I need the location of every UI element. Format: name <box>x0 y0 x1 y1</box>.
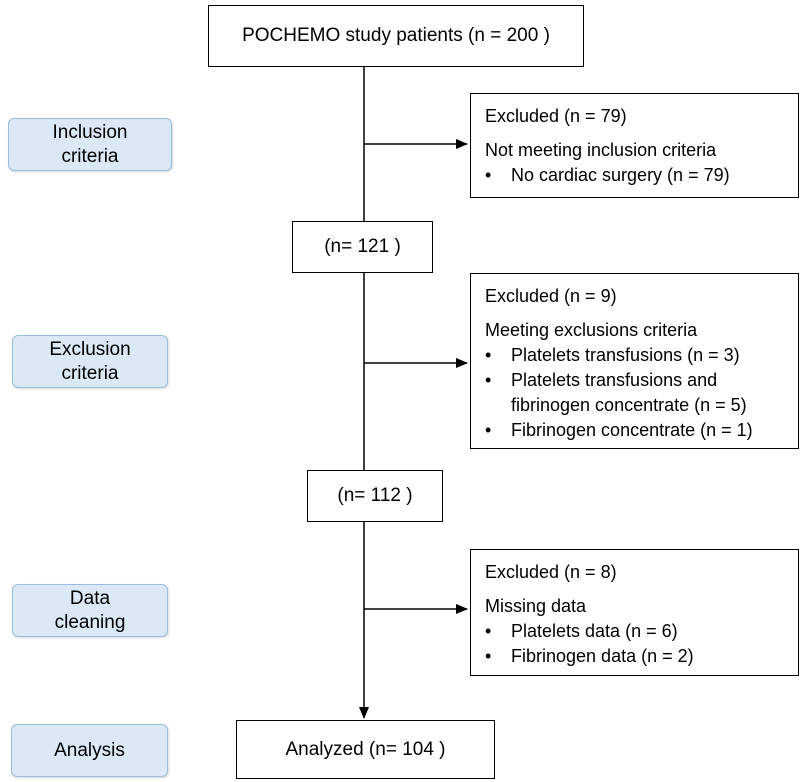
stage-data-cleaning: Data cleaning <box>12 584 168 637</box>
analyzed-text: Analyzed (n= 104 ) <box>285 738 446 760</box>
stage-label-line: criteria <box>61 362 119 384</box>
count-text: (n= 112 ) <box>337 485 413 506</box>
start-box: POCHEMO study patients (n = 200 ) <box>208 5 584 67</box>
list-item: Platelets transfusions and fibrinogen co… <box>485 368 786 418</box>
excluded-subtitle: Not meeting inclusion criteria <box>485 140 717 160</box>
stage-analysis: Analysis <box>11 724 168 777</box>
count-after-exclusion-box: (n= 112 ) <box>307 470 443 522</box>
excluded-box-exclusion: Excluded (n = 9) Meeting exclusions crit… <box>470 273 799 449</box>
excluded-title: Excluded (n = 79) <box>485 106 627 126</box>
count-after-inclusion-box: (n= 121 ) <box>292 221 433 273</box>
list-item: Platelets transfusions (n = 3) <box>485 343 786 368</box>
excluded-box-cleaning: Excluded (n = 8) Missing data Platelets … <box>470 549 799 676</box>
excluded-subtitle: Meeting exclusions criteria <box>485 320 698 340</box>
count-text: (n= 121 ) <box>324 236 401 257</box>
list-item: Fibrinogen concentrate (n = 1) <box>485 418 786 443</box>
stage-exclusion-criteria: Exclusion criteria <box>12 335 168 388</box>
excluded-subtitle: Missing data <box>485 596 587 616</box>
excluded-list: Platelets data (n = 6) Fibrinogen data (… <box>485 619 786 669</box>
excluded-title: Excluded (n = 9) <box>485 286 617 306</box>
stage-label-line: Analysis <box>54 739 125 761</box>
list-item: Platelets data (n = 6) <box>485 619 786 644</box>
list-item: No cardiac surgery (n = 79) <box>485 163 786 188</box>
list-item: Fibrinogen data (n = 2) <box>485 644 786 669</box>
excluded-title: Excluded (n = 8) <box>485 562 617 582</box>
stage-label-line: Inclusion <box>52 121 128 143</box>
start-box-text: POCHEMO study patients (n = 200 ) <box>242 25 550 46</box>
stage-label-line: cleaning <box>54 611 126 633</box>
excluded-box-inclusion: Excluded (n = 79) Not meeting inclusion … <box>470 93 799 198</box>
stage-label-line: Exclusion <box>49 338 131 360</box>
stage-label-line: criteria <box>61 145 119 167</box>
stage-inclusion-criteria: Inclusion criteria <box>8 118 172 171</box>
excluded-list: No cardiac surgery (n = 79) <box>485 163 786 188</box>
analyzed-box: Analyzed (n= 104 ) <box>236 720 495 779</box>
excluded-list: Platelets transfusions (n = 3) Platelets… <box>485 343 786 443</box>
stage-label-line: Data <box>69 587 111 609</box>
